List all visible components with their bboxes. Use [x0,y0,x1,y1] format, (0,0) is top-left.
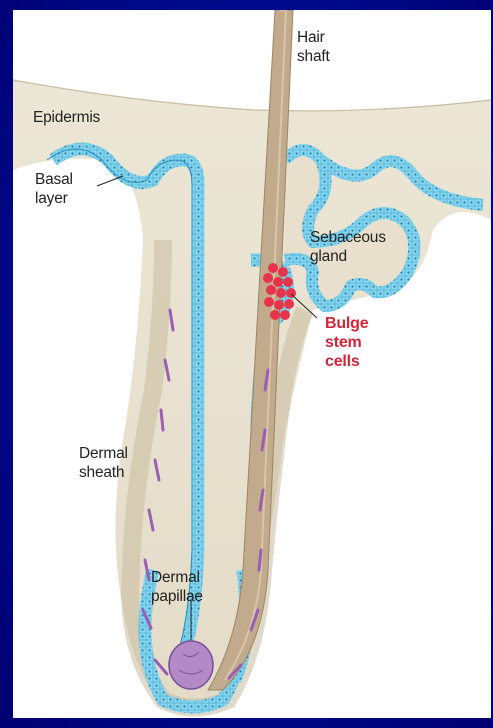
label-epidermis: Epidermis [33,108,100,127]
label-dermal-sheath: Dermal sheath [79,444,128,482]
figure-panel: Hair shaft Epidermis Basal layer Sebaceo… [13,10,491,718]
label-bulge-stem-cells: Bulge stem cells [325,314,368,371]
label-hair-shaft: Hair shaft [297,28,330,66]
label-basal-layer: Basal layer [35,170,73,208]
label-sebaceous-gland: Sebaceous gland [310,228,386,266]
dermal-papilla [169,641,213,689]
label-dermal-papillae: Dermal papillae [151,568,203,606]
